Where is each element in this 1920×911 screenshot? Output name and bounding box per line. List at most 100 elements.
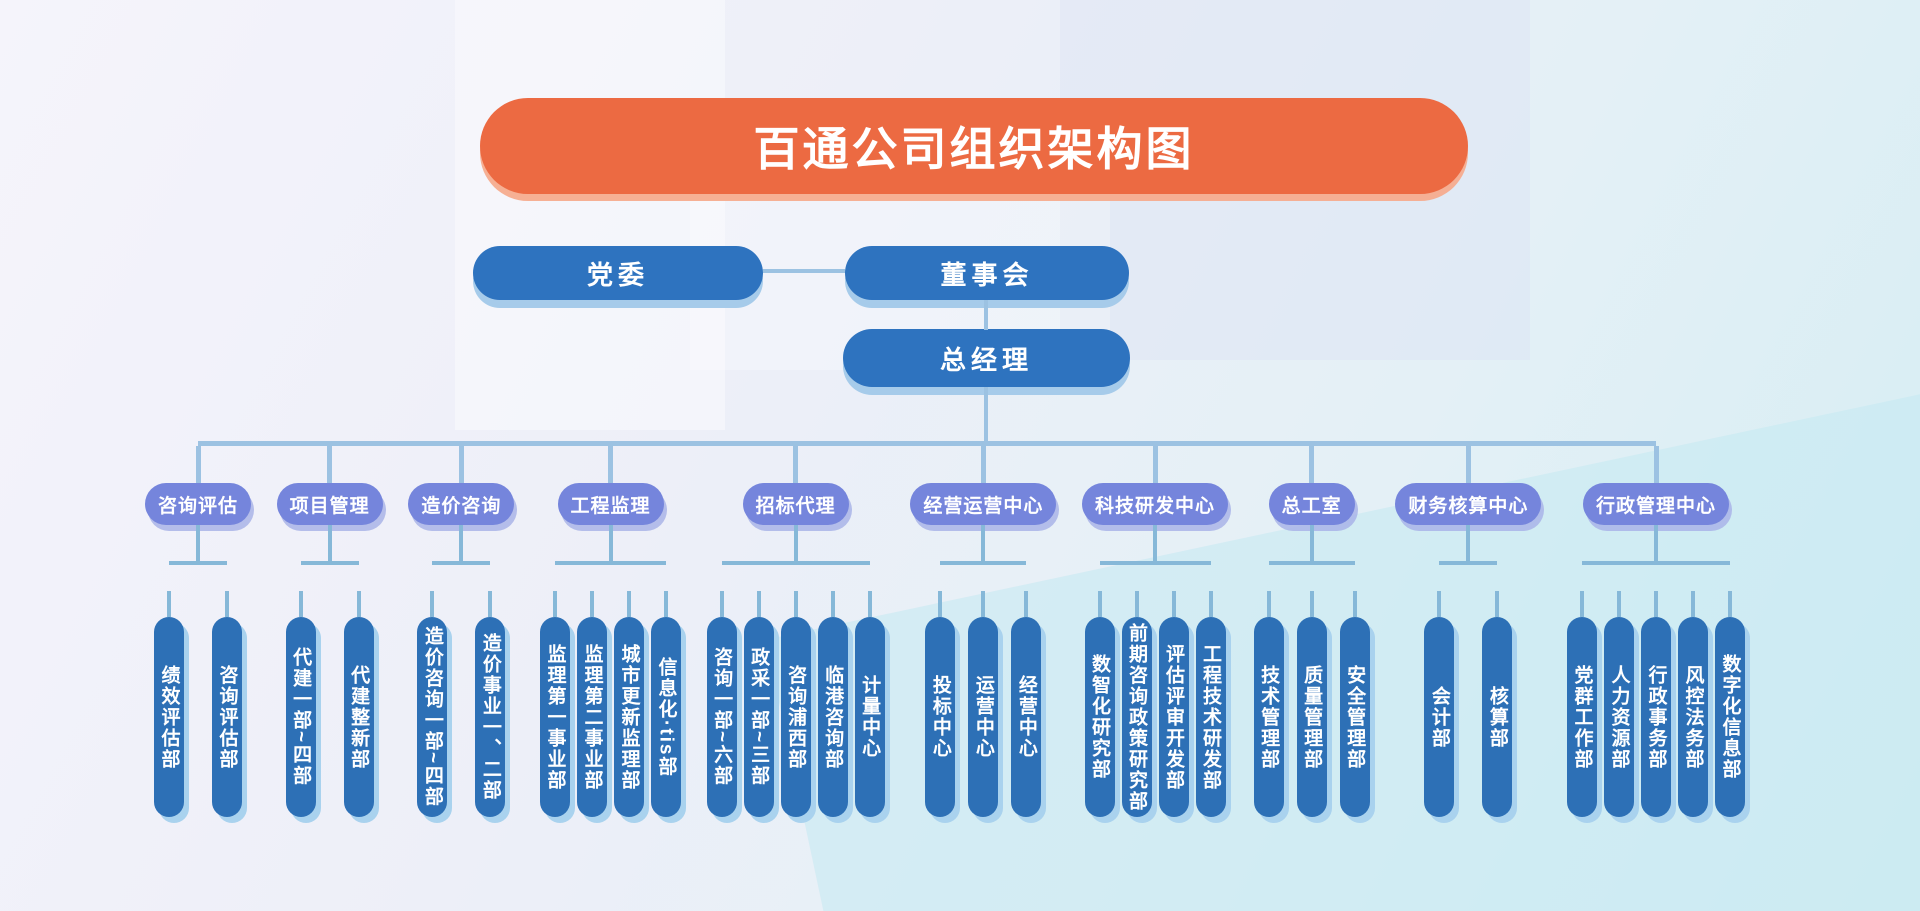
org-group-operations-center: 经营运营中心 投标中心 运营中心 经营中心	[910, 446, 1057, 817]
connector-line	[627, 591, 632, 617]
child-node: 造价事业一、二部	[475, 591, 506, 817]
connector-line	[1728, 591, 1732, 617]
connector-line	[590, 591, 595, 617]
group-header-pill: 科技研发中心	[1082, 483, 1229, 525]
department-pill: 数字化信息部	[1715, 617, 1745, 817]
connector-line	[1352, 591, 1357, 617]
children-connector	[940, 561, 1027, 565]
connector-line	[1152, 446, 1158, 483]
connector-line	[1134, 591, 1139, 617]
child-node: 经营中心	[1011, 591, 1042, 817]
department-pill: 核算部	[1482, 617, 1513, 817]
department-pill: 会计部	[1424, 617, 1455, 817]
general-manager-node: 总经理	[843, 329, 1130, 387]
children-row: 技术管理部 质量管理部 安全管理部	[1253, 561, 1370, 817]
child-node: 绩效评估部	[154, 591, 184, 817]
child-node: 工程技术研发部	[1195, 591, 1226, 817]
department-pill: 党群工作部	[1567, 617, 1597, 817]
children-row: 党群工作部 人力资源部 行政事务部 风控法务部 数字化信息部	[1567, 561, 1745, 817]
connector-line	[195, 446, 201, 483]
connector-line	[488, 591, 493, 617]
child-node: 代建整新部	[343, 591, 374, 817]
child-node: 临港咨询部	[817, 591, 848, 817]
connector-line	[1171, 591, 1176, 617]
children-connector	[721, 561, 870, 565]
child-node: 数智化研究部	[1084, 591, 1115, 817]
children-row: 绩效评估部 咨询评估部	[154, 561, 242, 817]
connector-line	[1309, 525, 1314, 561]
child-node: 监理第二事业部	[577, 591, 608, 817]
connector-line	[981, 591, 986, 617]
department-pill: 人力资源部	[1604, 617, 1634, 817]
child-node: 数字化信息部	[1715, 591, 1745, 817]
child-node: 信息化·tis部	[651, 591, 682, 817]
connector-line	[1437, 591, 1442, 617]
group-header-pill: 行政管理中心	[1582, 483, 1729, 525]
department-pill: 行政事务部	[1641, 617, 1671, 817]
connector-line	[196, 525, 200, 561]
main-horizontal-connector	[198, 441, 1656, 446]
board-of-directors-label: 董事会	[940, 259, 1034, 290]
children-connector	[432, 561, 491, 565]
group-header-pill: 咨询评估	[145, 483, 252, 525]
connector-line	[1309, 591, 1314, 617]
department-pill: 信息化·tis部	[651, 617, 682, 817]
department-pill: 安全管理部	[1339, 617, 1370, 817]
connector-line	[1654, 525, 1658, 561]
org-group-bidding-agency: 招标代理 咨询一部~六部 政采一部~三部 咨询浦西部 临港咨询部 计量中心	[706, 446, 885, 817]
group-header-pill: 总工室	[1268, 483, 1355, 525]
connector-line	[459, 525, 464, 561]
connector-line	[298, 591, 303, 617]
children-row: 咨询一部~六部 政采一部~三部 咨询浦西部 临港咨询部 计量中心	[706, 561, 885, 817]
child-node: 会计部	[1424, 591, 1455, 817]
connector-line	[1617, 591, 1621, 617]
connector-line	[327, 525, 332, 561]
group-header-pill: 经营运营中心	[910, 483, 1057, 525]
children-row: 数智化研究部 前期咨询政策研究部 评估评审开发部 工程技术研发部	[1084, 561, 1226, 817]
children-row: 代建一部~四部 代建整新部	[285, 561, 374, 817]
child-node: 风控法务部	[1678, 591, 1708, 817]
connector-line	[608, 525, 613, 561]
child-node: 投标中心	[925, 591, 956, 817]
connector-line	[793, 525, 798, 561]
child-node: 造价咨询一部~四部	[417, 591, 448, 817]
connector-line	[793, 591, 798, 617]
department-pill: 数智化研究部	[1084, 617, 1115, 817]
child-node: 核算部	[1482, 591, 1513, 817]
child-node: 城市更新监理部	[614, 591, 645, 817]
org-group-tech-rd-center: 科技研发中心 数智化研究部 前期咨询政策研究部 评估评审开发部 工程技术研发部	[1082, 446, 1229, 817]
child-node: 行政事务部	[1641, 591, 1671, 817]
department-pill: 造价咨询一部~四部	[417, 617, 448, 817]
connector-line	[225, 591, 229, 617]
department-pill: 代建整新部	[343, 617, 374, 817]
party-committee-node: 党委	[473, 246, 763, 300]
connector-line	[458, 446, 464, 483]
children-connector	[1268, 561, 1355, 565]
connector-line	[793, 446, 799, 483]
child-node: 质量管理部	[1296, 591, 1327, 817]
department-pill: 城市更新监理部	[614, 617, 645, 817]
connector-line	[763, 269, 845, 273]
connector-line	[830, 591, 835, 617]
chart-title: 百通公司组织架构图	[753, 123, 1195, 175]
connector-line	[981, 525, 986, 561]
department-pill: 咨询浦西部	[780, 617, 811, 817]
org-group-project-management: 项目管理 代建一部~四部 代建整新部	[276, 446, 383, 817]
connector-line	[356, 591, 361, 617]
chart-title-pill: 百通公司组织架构图	[480, 98, 1468, 194]
children-row: 监理第一事业部 监理第二事业部 城市更新监理部 信息化·tis部	[540, 561, 682, 817]
child-node: 计量中心	[854, 591, 885, 817]
connector-line	[980, 446, 986, 483]
connector-line	[1266, 591, 1271, 617]
org-group-cost-consulting: 造价咨询 造价咨询一部~四部 造价事业一、二部	[408, 446, 515, 817]
connector-line	[1309, 446, 1315, 483]
department-pill: 造价事业一、二部	[475, 617, 506, 817]
children-connector	[555, 561, 667, 565]
connector-line	[1654, 591, 1658, 617]
connector-line	[867, 591, 872, 617]
group-header-pill: 造价咨询	[408, 483, 515, 525]
child-node: 政采一部~三部	[743, 591, 774, 817]
child-node: 技术管理部	[1253, 591, 1284, 817]
children-row: 会计部 核算部	[1424, 561, 1513, 817]
